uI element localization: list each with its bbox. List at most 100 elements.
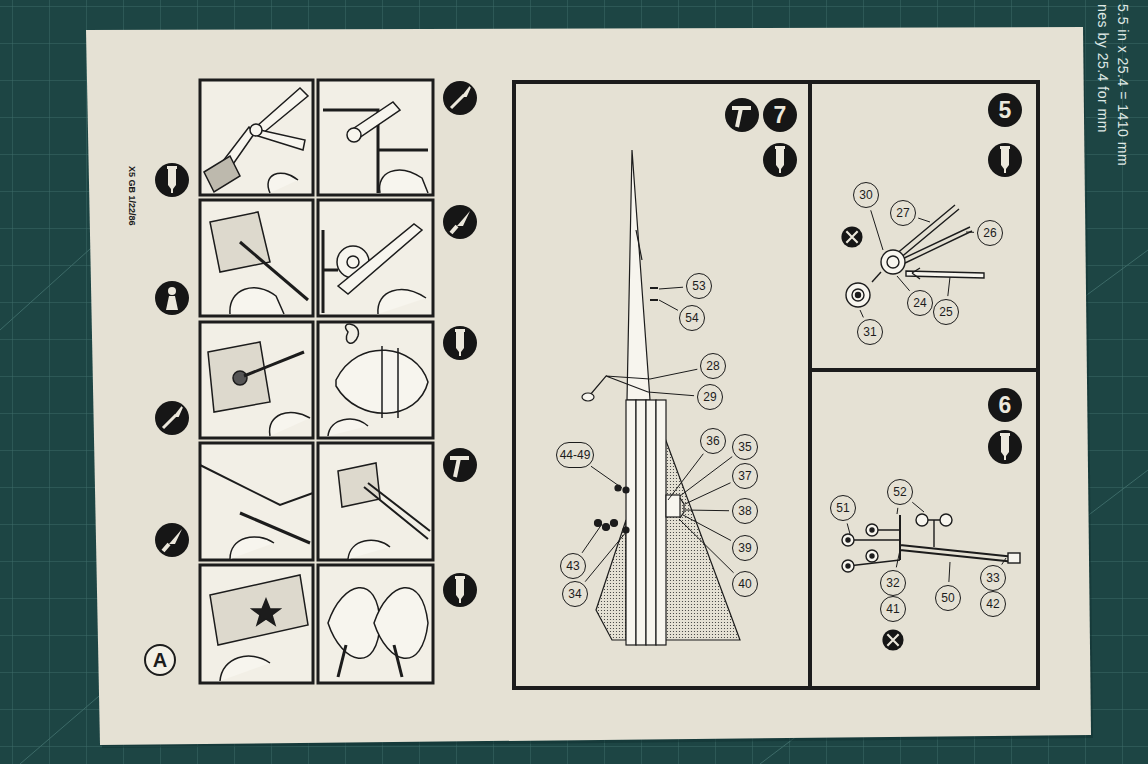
aircraft-drawing xyxy=(582,393,594,401)
aircraft-drawing xyxy=(662,430,740,640)
step-letter: A xyxy=(144,644,176,676)
landing-gear-parts xyxy=(848,520,946,566)
step-panel: 6 xyxy=(808,368,1040,690)
landing-gear-parts xyxy=(870,528,874,532)
aircraft-drawing xyxy=(590,376,650,395)
paper-sheet xyxy=(86,27,1091,745)
landing-gear-parts xyxy=(872,272,881,282)
leader-line xyxy=(948,277,950,296)
leader-line xyxy=(918,218,930,222)
leader-line xyxy=(679,519,734,573)
step-number: 7 xyxy=(763,98,797,132)
landing-gear-parts xyxy=(887,256,899,268)
leader-line xyxy=(591,466,622,488)
aircraft-drawing xyxy=(623,487,629,493)
pictogram-panels xyxy=(318,322,433,438)
leader-line xyxy=(949,562,950,582)
aircraft-drawing xyxy=(636,400,646,645)
leader-line xyxy=(680,457,732,496)
leader-line xyxy=(897,276,910,291)
landing-gear-parts xyxy=(842,205,1020,572)
step-icons xyxy=(841,226,862,247)
leader-line xyxy=(659,300,678,310)
pictogram-icons xyxy=(443,573,477,607)
aircraft-drawing xyxy=(666,495,680,517)
pictogram-panels xyxy=(200,322,313,438)
callout-number: 27 xyxy=(890,200,916,226)
step-panel: 7 xyxy=(512,80,812,690)
aircraft-drawing xyxy=(646,400,656,645)
landing-gear-parts xyxy=(916,514,928,526)
step-icons xyxy=(763,143,797,177)
leader-line xyxy=(585,531,627,582)
leader-line xyxy=(659,287,683,289)
step-icons xyxy=(725,98,1022,651)
pictogram-icons xyxy=(155,401,189,435)
callout-number: 50 xyxy=(935,585,961,611)
callout-number: 51 xyxy=(830,495,856,521)
mat-scale-text: 5.5 in x 25.4 = 1410 mm xyxy=(1115,4,1131,166)
landing-gear-parts xyxy=(866,550,878,562)
aircraft-drawing xyxy=(656,400,666,645)
pictogram-icons xyxy=(155,163,189,197)
aircraft-drawing xyxy=(615,485,621,491)
callout-number: 54 xyxy=(679,305,705,331)
callout-number: 34 xyxy=(562,581,588,607)
landing-gear-parts xyxy=(842,534,854,546)
landing-gear-parts xyxy=(846,538,850,542)
aircraft-drawing xyxy=(627,150,650,400)
leader-line xyxy=(860,310,863,317)
leader-line xyxy=(648,392,694,396)
callout-number: 28 xyxy=(700,353,726,379)
leader-line xyxy=(668,454,703,500)
leader-line xyxy=(1002,558,1006,565)
callout-number: 39 xyxy=(732,535,758,561)
leader-line xyxy=(871,210,883,250)
callout-number: 38 xyxy=(732,498,758,524)
callout-number: 36 xyxy=(700,428,726,454)
pictogram-panels xyxy=(200,80,313,195)
landing-gear-parts xyxy=(940,514,952,526)
pictogram-icons xyxy=(443,448,477,482)
leader-line xyxy=(683,515,731,540)
step-number: 5 xyxy=(988,93,1022,127)
landing-gear-parts xyxy=(842,560,854,572)
landing-gear-parts xyxy=(856,293,861,298)
aircraft-drawing xyxy=(611,520,618,527)
leader-line xyxy=(896,550,900,567)
pictogram-icons xyxy=(155,523,189,557)
landing-gear-parts xyxy=(846,564,850,568)
aircraft-drawing xyxy=(636,230,642,260)
landing-gear-parts xyxy=(866,524,878,536)
landing-gear-parts xyxy=(900,515,1015,562)
callout-number: 40 xyxy=(732,571,758,597)
landing-gear-parts xyxy=(846,283,870,307)
callout-number: 26 xyxy=(977,220,1003,246)
pictogram-panels xyxy=(200,200,313,316)
leader-line xyxy=(685,483,731,504)
callout-number: 30 xyxy=(853,182,879,208)
pictogram-icons xyxy=(443,81,477,115)
aircraft-drawing xyxy=(603,524,610,531)
aircraft-drawing xyxy=(582,150,740,645)
step-panel: 5 xyxy=(808,80,1040,372)
pictogram-panels xyxy=(318,80,433,195)
mat-scale-text: nes by 25.4 for mm xyxy=(1095,4,1111,133)
landing-gear-parts xyxy=(870,554,874,558)
leader-line xyxy=(582,524,602,553)
aircraft-drawing xyxy=(626,400,636,645)
callout-number: 52 xyxy=(887,479,913,505)
step-icons xyxy=(988,143,1022,177)
callout-number: 42 xyxy=(980,591,1006,617)
leader-line xyxy=(685,510,729,512)
aircraft-drawing xyxy=(650,288,658,300)
callout-number: 32 xyxy=(880,570,906,596)
pictogram-icons xyxy=(155,281,189,315)
pictogram-panels xyxy=(318,565,433,683)
pictogram-icons xyxy=(155,81,477,607)
callout-number: 35 xyxy=(732,434,758,460)
step-icons xyxy=(988,430,1022,464)
